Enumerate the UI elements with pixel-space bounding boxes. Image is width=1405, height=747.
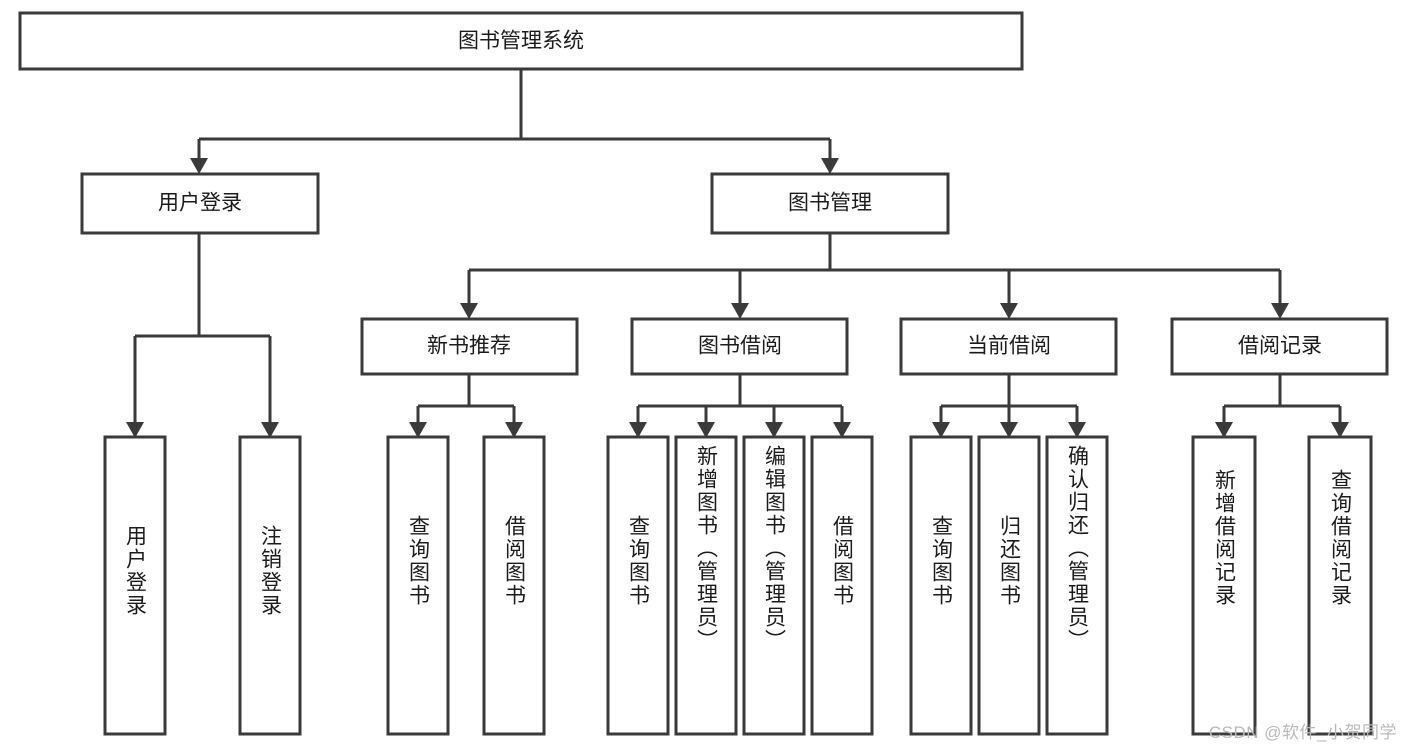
node-label-book-borrow: 图书借阅 [698,335,782,358]
leaf-box-query-book-current[interactable] [909,435,973,736]
arrow-head-newbook-leaf-1 [409,422,427,438]
arrow-head-currentborrow-leaf-3 [1068,422,1086,438]
csdn-watermark: CSDN @软件_小贺同学 [1208,723,1397,742]
arrow-head-borrow-record [1271,303,1289,319]
node-box-current-borrow[interactable] [899,317,1118,376]
node-box-book-management[interactable] [710,172,950,235]
arrow-head-new-book [460,303,478,319]
arrow-head-leaf-logout [261,422,279,438]
arrow-head-user-login [190,158,208,174]
node-layer: 图书管理系统 用户登录 图书管理 新书推荐 图书借阅 当前借阅 借阅记录 [18,11,1389,736]
arrow-head-currentborrow-leaf-2 [1000,422,1018,438]
node-label-root: 图书管理系统 [458,30,584,53]
arrow-head-bookborrow-leaf-3 [765,422,783,438]
leaf-box-borrow-book[interactable] [810,435,874,736]
arrow-head-newbook-leaf-2 [505,422,523,438]
node-label-borrow-record: 借阅记录 [1238,335,1322,358]
node-box-root[interactable] [18,11,1024,71]
node-box-user-login[interactable] [80,172,320,235]
arrow-head-borrowrecord-leaf-1 [1215,422,1233,438]
arrow-head-current-borrow [1000,303,1018,319]
arrow-head-currentborrow-leaf-1 [932,422,950,438]
arrow-head-book-borrow [731,303,749,319]
arrow-head-book-mgmt [821,158,839,174]
node-label-user-login: 用户登录 [158,192,242,215]
leaf-box-logout[interactable] [238,435,302,736]
connector-layer [126,69,1349,438]
arrow-head-bookborrow-leaf-4 [833,422,851,438]
node-label-current-borrow: 当前借阅 [967,335,1051,358]
arrow-head-borrowrecord-leaf-2 [1331,422,1349,438]
node-box-book-borrow[interactable] [630,317,849,376]
leaf-box-borrow-book-newbook[interactable] [482,435,546,736]
leaf-box-query-book-borrow[interactable] [606,435,670,736]
leaf-box-user-login[interactable] [103,435,167,736]
leaf-box-edit-book-admin[interactable] [742,435,806,736]
leaf-box-return-book[interactable] [977,435,1041,736]
leaf-box-confirm-return-admin[interactable] [1045,435,1109,736]
arrow-head-bookborrow-leaf-1 [629,422,647,438]
leaf-box-query-book-newbook[interactable] [386,435,450,736]
leaf-box-add-book-admin[interactable] [674,435,738,736]
arrow-head-bookborrow-leaf-2 [697,422,715,438]
leaf-box-query-borrow-record[interactable] [1307,435,1373,736]
arrow-head-leaf-user-login [126,422,144,438]
node-label-book-management: 图书管理 [788,192,872,215]
leaf-box-add-borrow-record[interactable] [1191,435,1257,736]
node-label-new-book-recommend: 新书推荐 [427,335,511,358]
node-box-borrow-record[interactable] [1170,317,1389,376]
node-box-new-book-recommend[interactable] [360,317,579,376]
